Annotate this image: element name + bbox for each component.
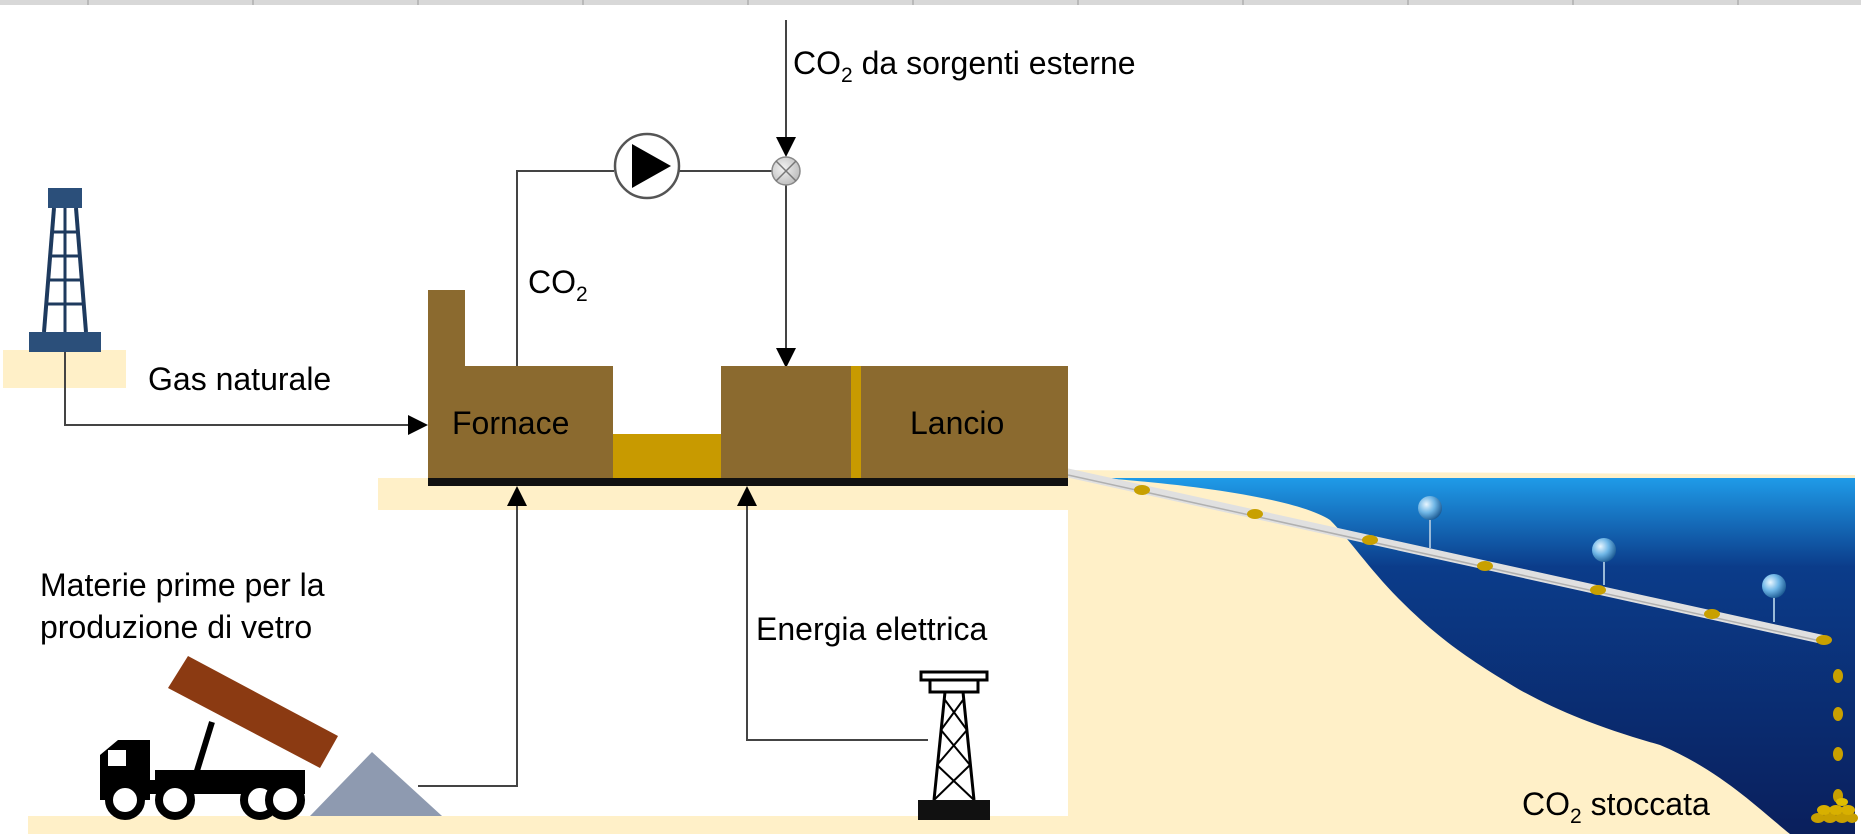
power-pylon-icon [918, 670, 990, 820]
flow-lines [64, 20, 928, 787]
buoy-icon [1418, 496, 1442, 520]
label-raw-materials-line2: produzione di vetro [40, 609, 312, 645]
label-co2-stored: CO2 stoccata [1522, 786, 1710, 828]
stored-co2-icon [1811, 798, 1858, 823]
raw-materials-arrow [418, 486, 527, 787]
buoy-icon [1762, 574, 1786, 598]
valve-icon [771, 156, 801, 186]
label-natural-gas: Gas naturale [148, 361, 331, 397]
pump-icon [613, 132, 681, 200]
label-raw-materials-line1: Materie prime per la [40, 567, 325, 603]
top-ruler [0, 0, 1861, 5]
sea-scene [1063, 468, 1858, 834]
label-lancio: Lancio [910, 405, 1004, 441]
label-co2-furnace: CO2 [528, 264, 588, 306]
gas-flow-arrow [64, 352, 428, 435]
gas-platform-icon [29, 188, 101, 352]
raw-material-pile-icon [310, 752, 442, 816]
glass-plant [428, 290, 1068, 486]
buoy-icon [1592, 538, 1616, 562]
label-furnace: Fornace [452, 405, 569, 441]
co2-loop-line [516, 170, 614, 366]
truck-icon [100, 656, 338, 820]
label-electricity: Energia elettrica [756, 611, 987, 647]
electricity-arrow [737, 486, 928, 741]
label-co2-external: CO2 da sorgenti esterne [793, 45, 1136, 87]
